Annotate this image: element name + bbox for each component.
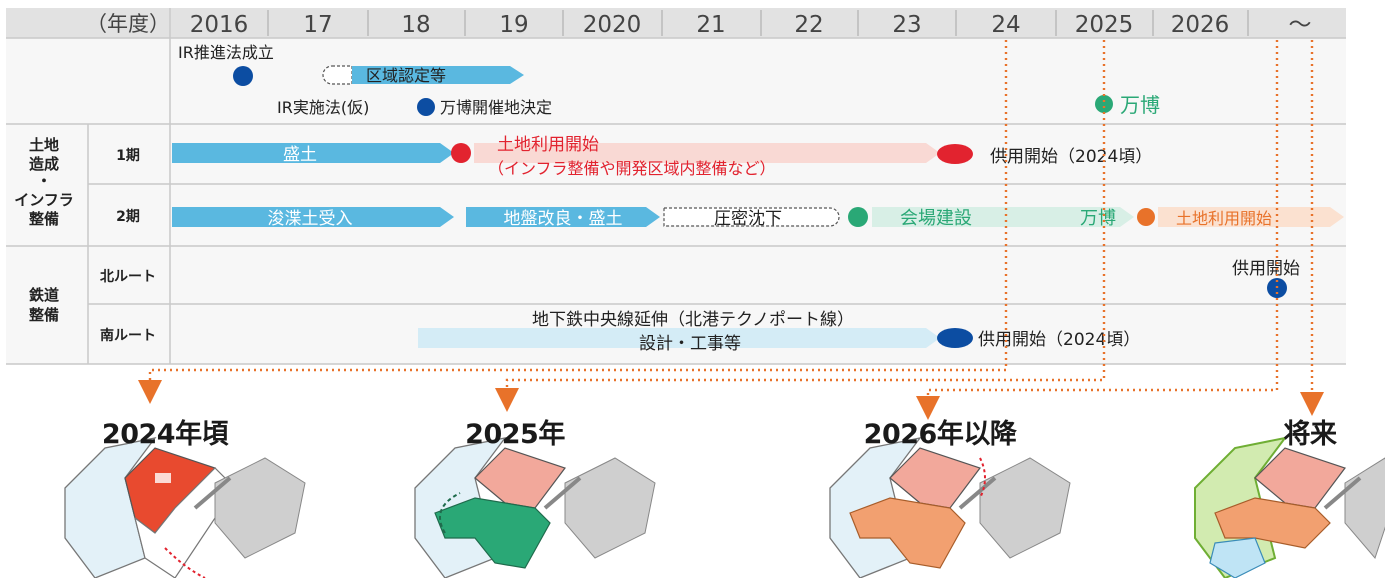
year-label: 17 <box>303 12 332 38</box>
year-label: 2025 <box>1075 12 1134 38</box>
year-unit-label: （年度） <box>86 12 170 36</box>
svg-text:整備: 整備 <box>29 210 59 228</box>
svg-text:・: ・ <box>36 172 51 190</box>
south-service-dot <box>937 328 973 348</box>
land-use-start-dot <box>451 143 471 163</box>
phase2-land-use-label: 土地利用開始 <box>1176 209 1272 228</box>
expo-site-dot <box>417 98 435 116</box>
timeline-connectors <box>138 40 1324 420</box>
south-service-label: 供用開始（2024頃） <box>978 330 1140 350</box>
south-route-label: 南ルート <box>100 327 156 344</box>
year-label: 21 <box>696 12 725 38</box>
expo-dot <box>1095 95 1113 113</box>
year-label: 2026 <box>1171 12 1230 38</box>
ir-implementation-label: IR実施法(仮) <box>277 98 369 117</box>
north-service-label: 供用開始 <box>1232 259 1300 279</box>
connector-2025 <box>495 40 1106 412</box>
consolidation-dotted-segment <box>663 207 840 227</box>
map-2024 <box>64 437 306 578</box>
map-title-future: 将来 <box>1283 419 1338 450</box>
expo-site-label: 万博開催地決定 <box>440 98 552 117</box>
area-cert-label: 区域認定等 <box>366 66 446 85</box>
subway-extension-label: 地下鉄中央線延伸（北港テクノポート線） <box>532 310 854 330</box>
rail-category-label: 鉄道 整備 <box>29 286 59 324</box>
phase2-expo-label: 万博 <box>1080 208 1116 229</box>
svg-text:整備: 整備 <box>29 306 59 324</box>
connector-2024 <box>138 40 1008 404</box>
fill-label: 盛土 <box>283 145 317 165</box>
map-future <box>1194 436 1385 578</box>
land-use-bar <box>474 143 940 163</box>
phase1-label: 1期 <box>116 148 140 164</box>
sub-category-labels: 1期 2期 北ルート 南ルート <box>100 148 156 344</box>
subway-extension-bar <box>418 328 940 348</box>
year-label: 18 <box>401 12 430 38</box>
fill-bar <box>172 143 454 163</box>
svg-text:インフラ: インフラ <box>14 191 74 209</box>
land-use-sub-label: （インフラ整備や開発区域内整備など） <box>488 159 776 178</box>
year-label: ～ <box>1289 12 1312 38</box>
map-2025 <box>414 437 656 578</box>
area-cert-dotted-segment <box>322 65 353 85</box>
north-route-label: 北ルート <box>100 269 156 285</box>
phase1-service-dot <box>937 144 973 164</box>
consolidation-label: 圧密沈下 <box>714 209 782 229</box>
dredged-soil-bar <box>172 207 454 227</box>
svg-text:造成: 造成 <box>29 155 59 173</box>
expo-label: 万博 <box>1120 93 1160 117</box>
venue-construction-bar <box>872 207 1134 227</box>
year-label: 23 <box>892 12 921 38</box>
land-category-label: 土地 造成 ・ インフラ 整備 <box>14 136 74 228</box>
year-label: 2020 <box>583 12 642 38</box>
svg-text:鉄道: 鉄道 <box>29 286 59 304</box>
phase2-label: 2期 <box>116 209 140 225</box>
year-label: 22 <box>794 12 823 38</box>
phase1-service-label: 供用開始（2024頃） <box>990 147 1152 167</box>
year-header-band <box>6 8 1346 38</box>
column-separators <box>87 8 171 364</box>
venue-construction-label: 会場建設 <box>900 208 972 229</box>
ir-promotion-dot <box>233 66 253 86</box>
phase2-land-use-dot <box>1137 208 1155 226</box>
area-cert-bar <box>352 66 524 84</box>
year-label: 2016 <box>190 12 249 38</box>
year-labels: 2016 17 18 19 2020 21 22 23 24 2025 2026… <box>190 12 1312 38</box>
year-label: 19 <box>499 12 528 38</box>
phase2-land-use-bar <box>1158 207 1344 227</box>
land-use-start-label: 土地利用開始 <box>497 135 599 155</box>
map-title-2026: 2026年以降 <box>863 419 1017 450</box>
year-dividers <box>267 10 1249 36</box>
ground-improvement-label: 地盤改良・盛土 <box>504 209 623 229</box>
ground-improvement-bar <box>466 207 660 227</box>
ir-promotion-label: IR推進法成立 <box>178 43 274 62</box>
venue-construction-dot <box>848 207 868 227</box>
map-title-2024: 2024年頃 <box>101 419 229 450</box>
svg-text:土地: 土地 <box>29 136 59 154</box>
subway-design-label: 設計・工事等 <box>639 334 741 354</box>
map-2026 <box>829 437 1071 578</box>
dredged-soil-label: 浚渫土受入 <box>268 209 353 229</box>
year-label: 24 <box>991 12 1020 38</box>
map-title-2025: 2025年 <box>465 419 565 450</box>
row-separators <box>6 37 1346 365</box>
connector-2026 <box>916 40 1279 420</box>
